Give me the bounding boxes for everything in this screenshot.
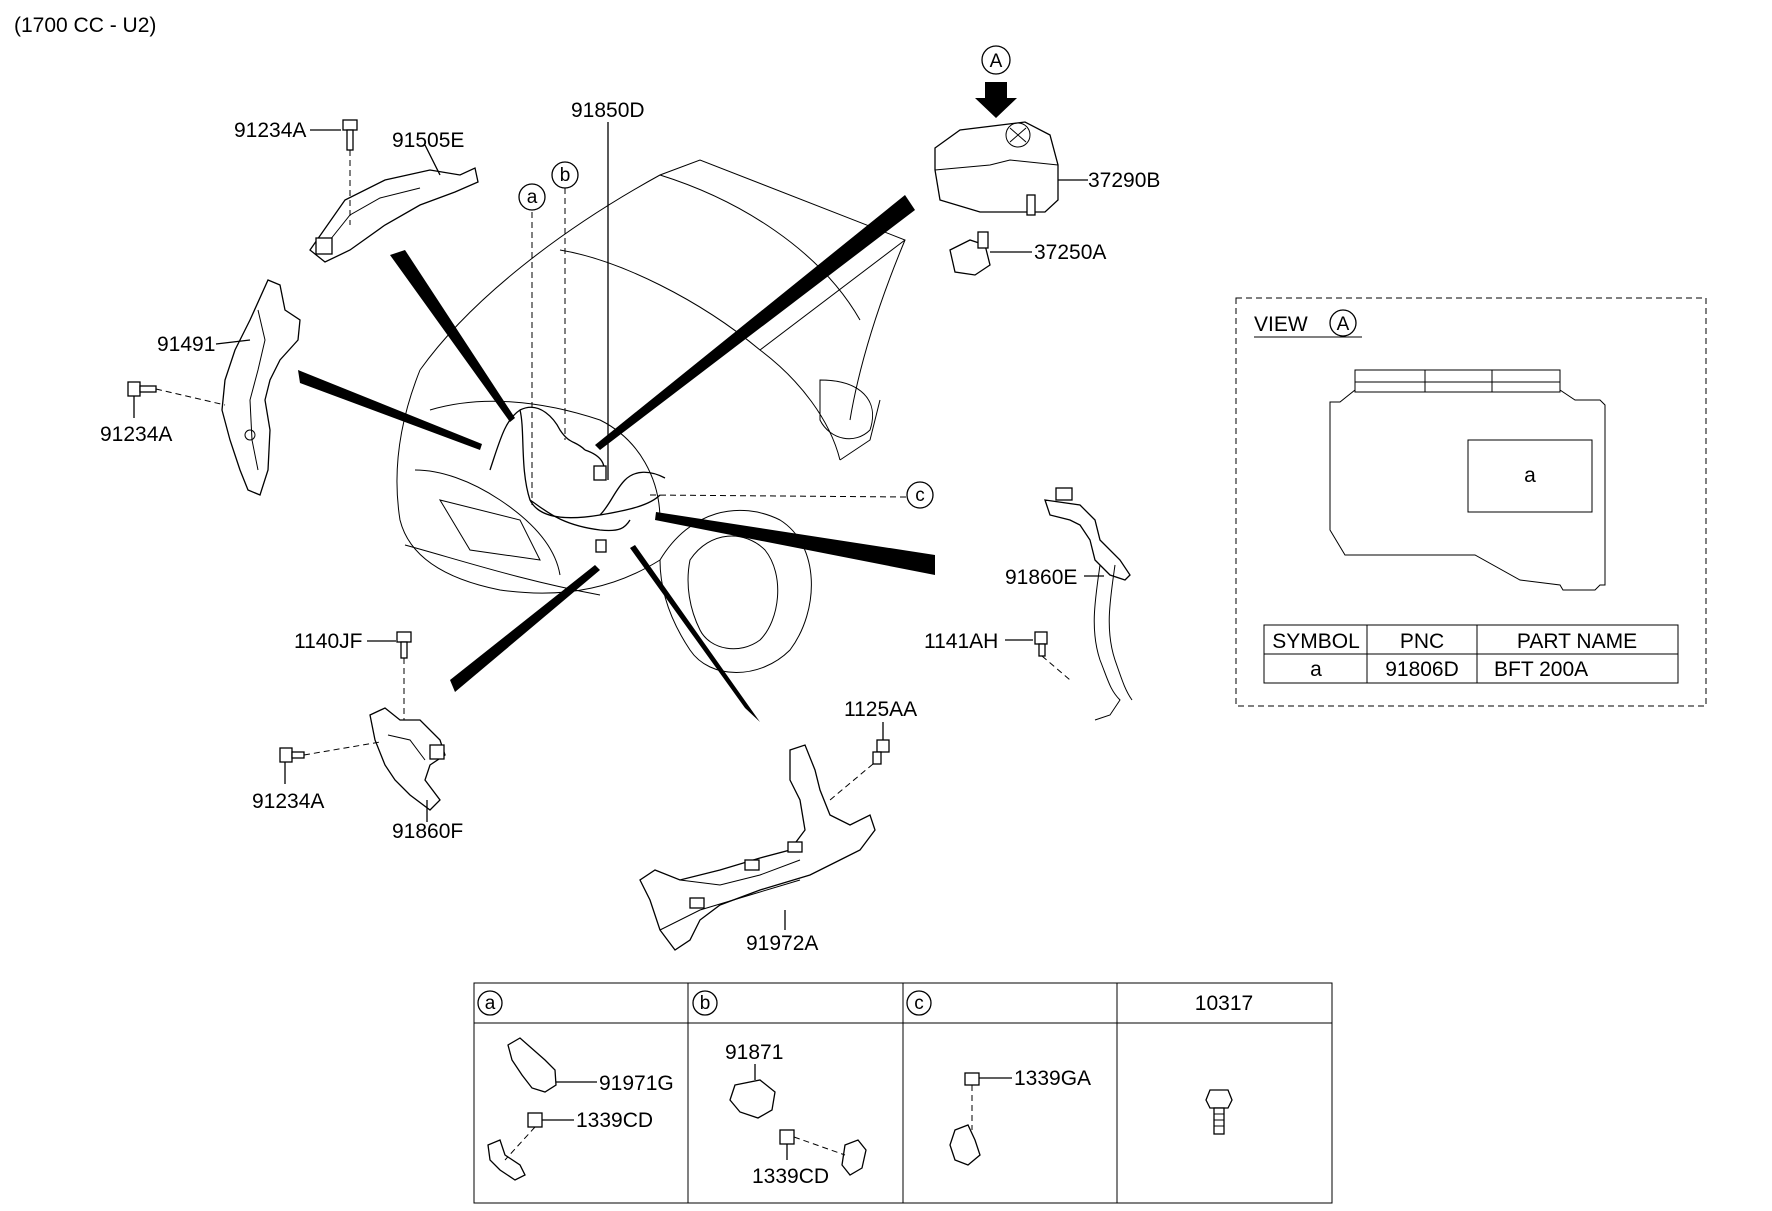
cell-pnc: 91806D: [1385, 658, 1459, 681]
label-37290B: 37290B: [1088, 169, 1160, 192]
leader-wedges: [298, 195, 935, 722]
label-91505E: 91505E: [392, 129, 464, 152]
detail-table: a b c 10317 91971G 1339CD 91871: [473, 982, 1333, 1204]
bracket-91505E: [309, 144, 479, 263]
bolt-91234A-mid: [127, 381, 226, 418]
callout-c-marker: c: [906, 481, 934, 509]
fuse-box-37290B: [934, 121, 1088, 216]
cell-symbol: a: [1310, 658, 1322, 681]
col-pnc: PNC: [1400, 630, 1444, 653]
fuse-box-outline: a: [1329, 369, 1606, 591]
label-1141AH: 1141AH: [924, 630, 998, 653]
label-1140JF: 1140JF: [294, 630, 363, 653]
label-91234A-top: 91234A: [234, 119, 306, 142]
view-A-table: SYMBOL PNC PART NAME a 91806D BFT 200A: [1263, 624, 1679, 684]
fuse-label: a: [1524, 464, 1536, 487]
part-1339GA: 1339GA: [1014, 1067, 1091, 1090]
bolt-1125AA: [829, 722, 890, 801]
svg-text:b: b: [560, 165, 571, 186]
col-symbol: SYMBOL: [1272, 630, 1360, 653]
part-91871: 91871: [725, 1041, 783, 1064]
detail-cell-c: 1339GA: [949, 1067, 1091, 1166]
wiring-harness: [489, 406, 666, 553]
part-1339CD-a: 1339CD: [576, 1109, 653, 1132]
label-91234A-bot: 91234A: [252, 790, 324, 813]
label-91491: 91491: [157, 333, 215, 356]
col-part-name: PART NAME: [1517, 630, 1637, 653]
cell-part-name: BFT 200A: [1494, 658, 1588, 681]
bolt-1140JF: [367, 631, 412, 720]
label-91972A: 91972A: [746, 932, 818, 955]
label-91850D: 91850D: [571, 99, 645, 122]
detail-cell-a: 91971G 1339CD: [487, 1037, 674, 1181]
terminal-37250A: [949, 231, 1032, 276]
view-A-arrow: A: [975, 45, 1017, 118]
detail-header-c: c: [906, 990, 932, 1016]
detail-header-b: b: [692, 990, 718, 1016]
svg-text:A: A: [990, 51, 1003, 72]
part-91971G: 91971G: [599, 1072, 674, 1095]
svg-text:b: b: [700, 993, 711, 1014]
svg-text:c: c: [914, 993, 924, 1014]
label-91860E: 91860E: [1005, 566, 1077, 589]
bracket-91491: [215, 279, 301, 496]
detail-header-a: a: [477, 990, 503, 1016]
label-91234A-mid: 91234A: [100, 423, 172, 446]
detail-header-10317: 10317: [1195, 992, 1253, 1015]
callout-a-marker: a: [518, 183, 546, 211]
bolt-91234A-bot: [279, 741, 381, 784]
bracket-91972A: [639, 744, 876, 951]
detail-cell-10317: [1205, 1089, 1233, 1135]
svg-text:a: a: [485, 993, 496, 1014]
battery-cable-91860E: [1044, 487, 1133, 721]
part-1339CD-b: 1339CD: [752, 1165, 829, 1188]
view-marker: A: [1337, 314, 1350, 335]
label-1125AA: 1125AA: [844, 698, 917, 721]
label-37250A: 37250A: [1034, 241, 1106, 264]
callout-b-marker: b: [551, 161, 579, 189]
vehicle-front-view: [396, 159, 906, 673]
view-A-panel: VIEW A a SYMBOL PNC PART NAME a 91806D B…: [1235, 297, 1707, 707]
svg-text:c: c: [915, 485, 925, 506]
detail-cell-b: 91871 1339CD: [725, 1041, 867, 1188]
bracket-91860F: [369, 707, 446, 822]
bolt-1141AH: [1005, 631, 1071, 681]
bolt-91234A-top: [310, 119, 358, 225]
engine-spec-title: (1700 CC - U2): [14, 14, 156, 37]
label-91860F: 91860F: [392, 820, 463, 843]
view-title: VIEW: [1254, 313, 1308, 336]
svg-text:a: a: [527, 187, 538, 208]
